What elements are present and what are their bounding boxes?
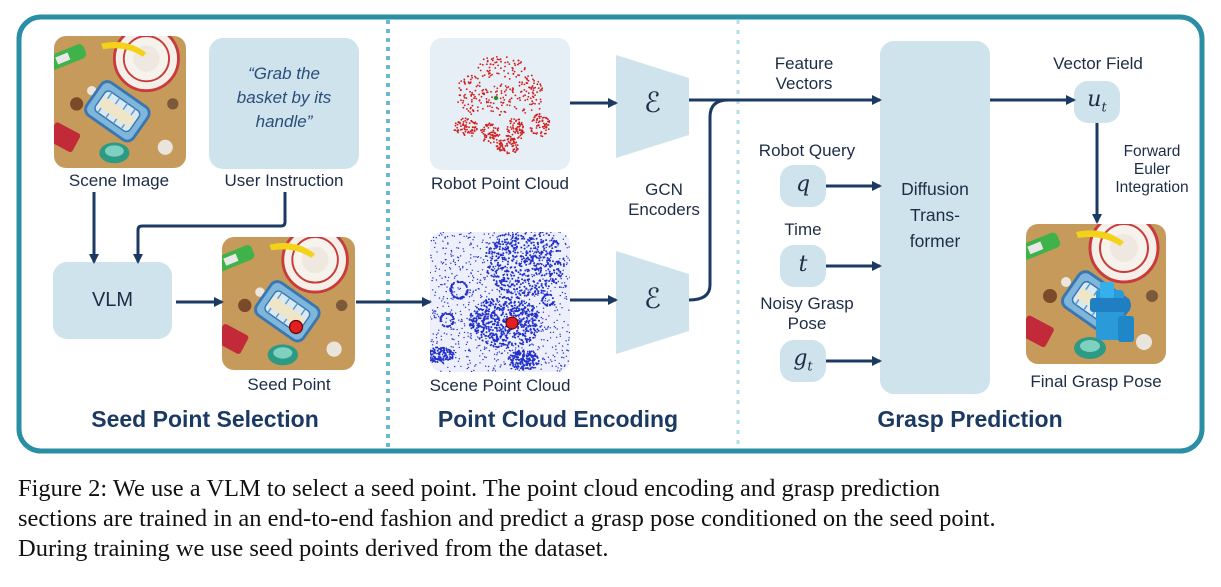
- scene-point-cloud-panel: [430, 232, 570, 372]
- time-box: [780, 245, 826, 287]
- diagram: Scene Image User Instruction “Grab the b…: [16, 14, 1205, 454]
- vlm-label: VLM: [91, 289, 134, 311]
- final-grasp-pose-label: Final Grasp Pose: [1030, 372, 1162, 391]
- caption-line: sections are trained in an end-to-end fa…: [18, 505, 996, 532]
- scene-image: [54, 36, 186, 168]
- seed-point-image: [222, 237, 355, 370]
- forward-euler-label: Forward Euler Integration: [1115, 143, 1189, 196]
- arrow: [133, 192, 287, 264]
- instruction-text: “Grab the basket by its handle”: [236, 64, 332, 131]
- seed-point-label: Seed Point: [247, 375, 331, 394]
- user-instruction-box: [209, 38, 359, 169]
- gripper-icon: [1090, 282, 1134, 342]
- caption-line: Figure 2: We use a VLM to select a seed …: [18, 475, 941, 502]
- scene-encoder: [616, 251, 689, 354]
- diagram-graphics: [16, 14, 1205, 454]
- vlm-box: [53, 262, 172, 339]
- noisy-grasp-symbol: gt: [793, 346, 813, 375]
- scene-image-label: Scene Image: [68, 171, 170, 190]
- caption-line: During training we use seed points deriv…: [18, 535, 609, 562]
- noisy-grasp-box: [780, 340, 826, 382]
- arrow: [688, 98, 729, 302]
- seed-point-marker: [288, 319, 304, 335]
- final-grasp-pose-image: [1026, 224, 1166, 364]
- robot-point-cloud-panel: [430, 38, 570, 170]
- scene-point-cloud: [430, 232, 570, 372]
- vector-field-box: [1074, 81, 1120, 123]
- noisy-grasp-pose-label: Noisy Grasp Pose: [760, 294, 854, 333]
- time-symbol: t: [798, 252, 808, 277]
- figure-caption: Figure 2: We use a VLM to select a seed …: [18, 474, 1208, 564]
- scene-encoder-symbol: ℰ: [644, 282, 661, 315]
- vector-field-symbol: ut: [1087, 87, 1107, 116]
- robot-query-symbol: q: [795, 172, 811, 197]
- section-title-grasp-prediction: Grasp Prediction: [877, 406, 1063, 432]
- robot-encoder-symbol: ℰ: [644, 86, 661, 119]
- diffusion-transformer-label: Diffusion Trans- former: [901, 179, 969, 251]
- section-title-seed-point-selection: Seed Point Selection: [91, 406, 319, 432]
- robot-query-label: Robot Query: [758, 141, 856, 160]
- scene-seed-marker: [505, 316, 519, 330]
- time-label: Time: [784, 220, 822, 239]
- robot-point-cloud-label: Robot Point Cloud: [431, 174, 569, 193]
- robot-query-box: [780, 165, 826, 207]
- user-instruction-label: User Instruction: [224, 171, 344, 190]
- robot-point-cloud: [453, 56, 551, 155]
- diffusion-transformer-box: [880, 41, 990, 394]
- gcn-encoders-label: GCN Encoders: [628, 180, 700, 219]
- vector-field-label: Vector Field: [1053, 54, 1143, 73]
- feature-vectors-label: Feature Vectors: [774, 54, 834, 93]
- scene-point-cloud-label: Scene Point Cloud: [429, 376, 571, 395]
- robot-encoder: [616, 55, 689, 158]
- section-title-point-cloud-encoding: Point Cloud Encoding: [437, 406, 679, 432]
